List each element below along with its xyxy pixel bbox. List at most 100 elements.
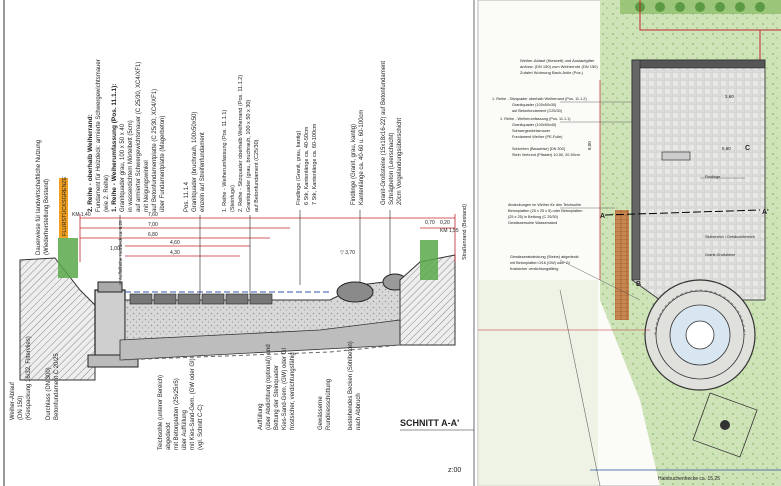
note-leaders — [559, 101, 745, 301]
green-label: Dauerwiese für landwirtschaftliche Nutzu… — [36, 140, 42, 255]
granit-line: 20cm Vorgelandungsüberschicht — [397, 118, 403, 205]
granit-line: Granit-Großsteine (15x18x16-22) auf Beto… — [381, 61, 387, 205]
findlinge-line: Kantenlänge ca. 40-60 u. 60-100cm — [359, 110, 365, 205]
bottom-label-line: Auffüllung — [258, 403, 264, 430]
findlinge-line: Findlinge (Granit, grau, kantig) — [351, 124, 357, 205]
bottom-label-line: (über Abdichtung (optional)) und — [266, 344, 272, 430]
dim-label: KM 1,40 — [72, 212, 91, 218]
dim-label: 1,00 — [110, 246, 120, 252]
note-line: Sitzbereich / Gebäudebereich — [705, 235, 755, 239]
scale-hint: z:00 — [448, 467, 461, 474]
dim-label: 4,30 — [170, 250, 180, 256]
left-sheet: 7,60 7,00 6,80 4,60 4,30 ▽ 3,70 1,00 0,7… — [3, 0, 475, 486]
base-slabs — [129, 293, 273, 305]
findlinge-gray-line: 6 Stk, Kantenlänge ca. 40-50cm — [304, 126, 310, 205]
section-mark: A' — [762, 209, 769, 216]
level-mark: ▽ 3,70 — [340, 250, 355, 256]
bottom-label-line: nach Abbruch — [356, 393, 362, 430]
annotation-line: 1. Reihe - Weiherumfassung (Pos. 11.1.1)… — [111, 84, 118, 212]
note-line: mit Betonplatten 0/16 (GW) oder GI — [510, 261, 570, 265]
dimension-labels: 7,60 7,00 6,80 4,60 4,30 ▽ 3,70 1,00 0,7… — [72, 212, 459, 256]
annotation-line: (wie 2. Reihe) — [104, 175, 110, 212]
bottom-label-teichsohle: Teichsohle (unterer Bereich) abgedeckt m… — [158, 358, 204, 450]
dim-label: 0,20 — [440, 220, 450, 226]
bottom-label-line: frostsicher, verdichtungsfähig — [290, 352, 296, 430]
note-line: Fundament Weiher (PE-Folie) — [512, 135, 563, 139]
annotation-line: mit Neigungswinkel — [144, 160, 150, 212]
blue-label: Betonfundament C 20/25 — [54, 353, 60, 420]
gray-line: (Steinfuge) — [230, 185, 236, 212]
note-line: Granitquader (100x50x40) — [512, 123, 557, 127]
bottom-label-line: Gewässerne — [318, 396, 324, 430]
annotation-line: über Fundamentplatte (Magerbeton) — [160, 116, 166, 212]
bottom-label-line: Rundkiesschüttung — [326, 379, 332, 430]
grass-left — [58, 238, 78, 278]
section-mark: C — [745, 145, 750, 152]
gray-line: Granitquader (grau, bruchrauh, 100 x 50 … — [246, 100, 252, 212]
upper-annotations: 2. Reihe - oberhalb Weiherrand: Fundamen… — [36, 59, 468, 280]
section-mark: B — [636, 281, 641, 288]
bottom-label-line: mit Betonplatten (25x25x5) — [174, 378, 180, 450]
findlinge-gray-line: Findlinge (Granit, grau, kantig) — [296, 131, 302, 205]
weiher-heading: 2. Reihe - oberhalb Weiherrand: — [87, 114, 94, 212]
note-line: Stein Verbund (Pflaster) 10-50, 20-50cm — [512, 153, 580, 157]
pos-line: Granitquader (bruchrauh, 100x50x50) — [192, 112, 198, 212]
bottom-label-line: über Auffüllung — [182, 410, 188, 450]
note-line: Gewässerabdeckung (Steine) abgedeckt — [510, 255, 580, 259]
note-line: Zufahrt Wohnung Bach-Anlie (Pos.) — [520, 70, 584, 75]
green-label: (Wiederherstellung Bestand) — [44, 179, 50, 255]
blue-labels: Weiher-Ablauf (DN 150) (Kiespackung 16/3… — [10, 336, 32, 420]
property-boundary-label: FLURSTÜCKSGRENZE — [61, 176, 68, 236]
round-pond — [644, 279, 756, 391]
note-line: (25 x 25) in Bettung (C 25/30) — [508, 215, 559, 219]
dimension-lines — [79, 214, 456, 262]
bottom-label-line: (vgl. Schnitt C-C) — [198, 404, 204, 450]
pos-line: Pos. 11.1.4 — [184, 181, 190, 212]
annotation-line: in wasserdichtem Mörtelbett (5cm) — [128, 120, 134, 212]
dim-label: 6,80 — [148, 232, 158, 238]
note-line: Betonplatten (25 x 25 x 5) oder Betonpla… — [508, 209, 583, 213]
note-line: Granitquader (100x50x30) — [512, 103, 557, 107]
note-line: Abdeckungen im Weiher für den Teichsohle — [508, 203, 581, 207]
note-line: 1. Reihe - Weiherumfassung (Pos. 11.1.1) — [500, 117, 571, 121]
boulder — [336, 281, 374, 303]
note-line: frostsicher verdichtungsfähig — [510, 267, 558, 271]
gray-line: auf Betonfundament (C25/30) — [254, 139, 260, 212]
brick-path — [615, 210, 629, 320]
section-mark: A — [600, 213, 605, 220]
section-profile — [19, 238, 456, 381]
note-line: an/bzw. (DN 150) zum Weiherrohr (DN 150) — [520, 64, 598, 69]
dim-label: KM 1,55 — [440, 228, 459, 234]
bottom-label-line: Teichsohle (unterer Bereich) — [158, 375, 164, 450]
blue-label: (DN 150) — [18, 396, 24, 420]
note-line: auf Betonfundament (C25/30) — [512, 109, 563, 113]
bottom-label-auffuellung: Auffüllung (über Abdichtung (optional)) … — [258, 344, 296, 430]
bottom-label-becken: bestehendes Becken (Sohlbeton) nach Abbr… — [348, 341, 362, 430]
annotation-line: auf armierter Schwergewichtsmauer (C 25/… — [136, 62, 142, 212]
level-label: 3,60 — [725, 94, 734, 99]
gray-line: 2. Reihe - Sitzquader oberhalb Weiherran… — [238, 75, 244, 212]
note-line: Weiher-Ablauf (Kiesbett) und Auslaufgitt… — [520, 58, 595, 63]
plan-notes: Weiher-Ablauf (Kiesbett) und Auslaufgitt… — [492, 58, 755, 271]
annotation-line: Fundament für Holzdeck: armierte Schwerg… — [96, 59, 102, 212]
dim-label: 0,70 — [425, 220, 435, 226]
bottom-label-line: abgedeckt — [166, 422, 172, 450]
dim-label: 7,00 — [148, 222, 158, 228]
granit-line: Schrägbeton (Leerschacht) — [389, 133, 395, 205]
grass-right — [420, 240, 438, 280]
annotation-line: auf Betonfundamentplatte (C 25/30, XC4/X… — [152, 89, 158, 212]
level-label: 6,60 — [722, 146, 731, 151]
dim-label: 4,60 — [170, 240, 180, 246]
annotation-line: Granitquader grau, 100 x 50 x 40 — [120, 123, 126, 212]
bottom-label-rundkies: Gewässerne Rundkiesschüttung — [318, 379, 332, 430]
gray-line: 1. Reihe - Weiherumfassung (Pos. 11.1.1) — [222, 110, 228, 212]
section-title: SCHNITT A-A' — [400, 418, 459, 428]
note-line: Schwergewichtsmauer — [512, 129, 551, 133]
blue-label: Durchlass (DN 300) — [46, 367, 52, 420]
findlinge-gray-line: 7 Stk, Kantenlänge ca. 60-100cm — [312, 123, 318, 205]
note-line: 1. Reihe - Sitzquader oberhalb Weiherran… — [492, 97, 587, 101]
dim-label: 7,60 — [148, 212, 158, 218]
level-label: 8,00 — [587, 141, 592, 150]
